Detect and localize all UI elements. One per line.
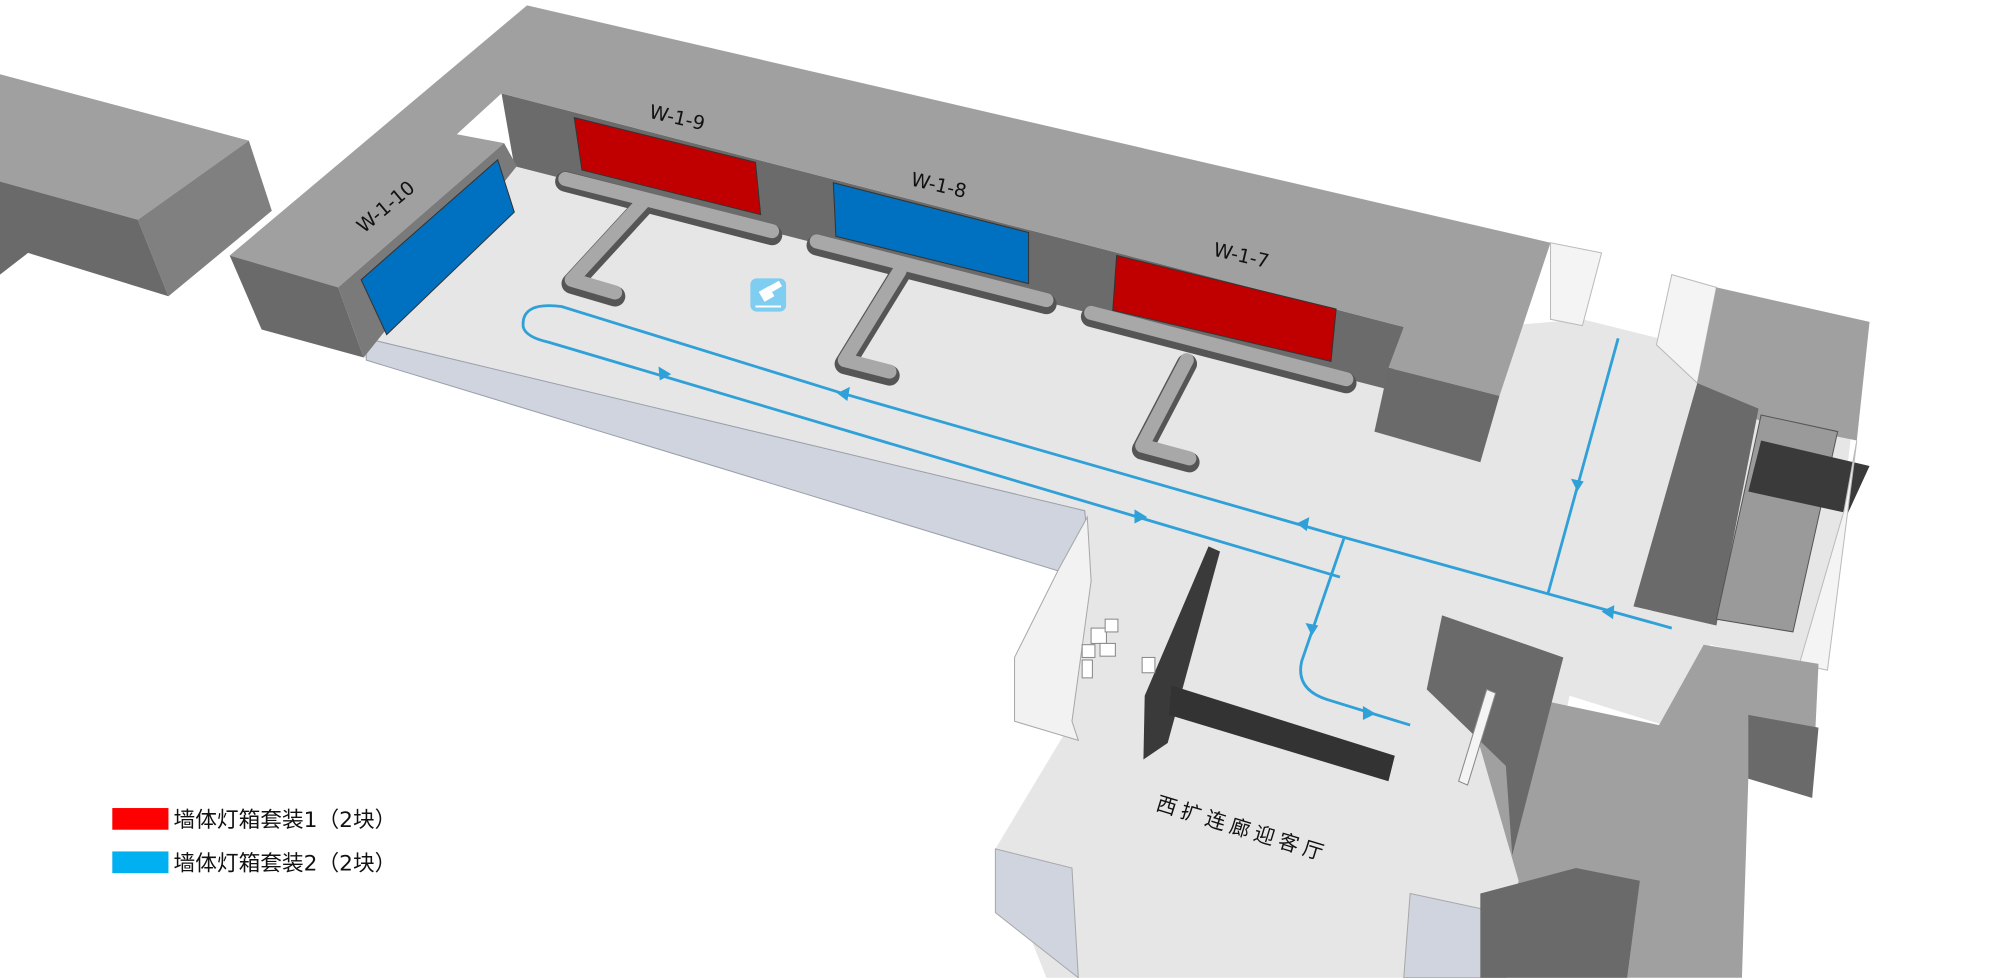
panel-w-1-8[interactable] (832, 182, 1030, 285)
lower-right-dark-2 (1480, 868, 1640, 978)
panel-w-1-9[interactable] (573, 116, 762, 216)
route-arrow (1362, 705, 1376, 720)
partition-wall (1143, 546, 1220, 760)
glass-wall-bottom (994, 848, 1079, 978)
check-in-counter-3 (1080, 305, 1357, 473)
left-building-side (137, 140, 272, 297)
main-building-top (229, 5, 1551, 396)
route-arrow (658, 366, 672, 381)
legend-label-1: 墙体灯箱套装1（2块） (174, 808, 397, 833)
display-board (1168, 685, 1395, 782)
main-building-front-left (229, 255, 364, 358)
check-in-counter-2 (806, 234, 1057, 386)
passenger-route (521, 304, 1673, 727)
pillar (1458, 688, 1497, 786)
main-building-end-block (1374, 367, 1500, 463)
left-building-front (0, 181, 169, 297)
route-arrow (837, 386, 850, 401)
left-building-top (0, 74, 249, 220)
lower-right-block-face (1426, 615, 1564, 856)
escalator-building-side (1633, 383, 1759, 626)
route-arrow (1305, 622, 1319, 636)
lower-right-dark (1748, 714, 1819, 798)
legend-swatch-blue (112, 851, 169, 874)
route-arrow (1570, 478, 1584, 492)
panel-w-1-7[interactable] (1112, 254, 1337, 363)
panel-w-1-10[interactable] (360, 158, 515, 336)
right-glass (1798, 440, 1858, 671)
legend: 墙体灯箱套装1（2块） 墙体灯箱套装2（2块） (112, 808, 396, 877)
route-arrow (1134, 509, 1148, 524)
legend-swatch-red (112, 808, 169, 830)
seating (1081, 618, 1156, 679)
legend-label-2: 墙体灯箱套装2（2块） (174, 852, 397, 877)
route-arrow (1296, 517, 1310, 532)
right-wall-top (1550, 242, 1603, 327)
route-arrow (1601, 605, 1615, 620)
check-in-counter-1 (555, 171, 783, 307)
glass-wall-lower (1014, 515, 1092, 742)
escalator-canopy (1748, 440, 1870, 514)
check-in-service-icon[interactable] (750, 278, 787, 312)
